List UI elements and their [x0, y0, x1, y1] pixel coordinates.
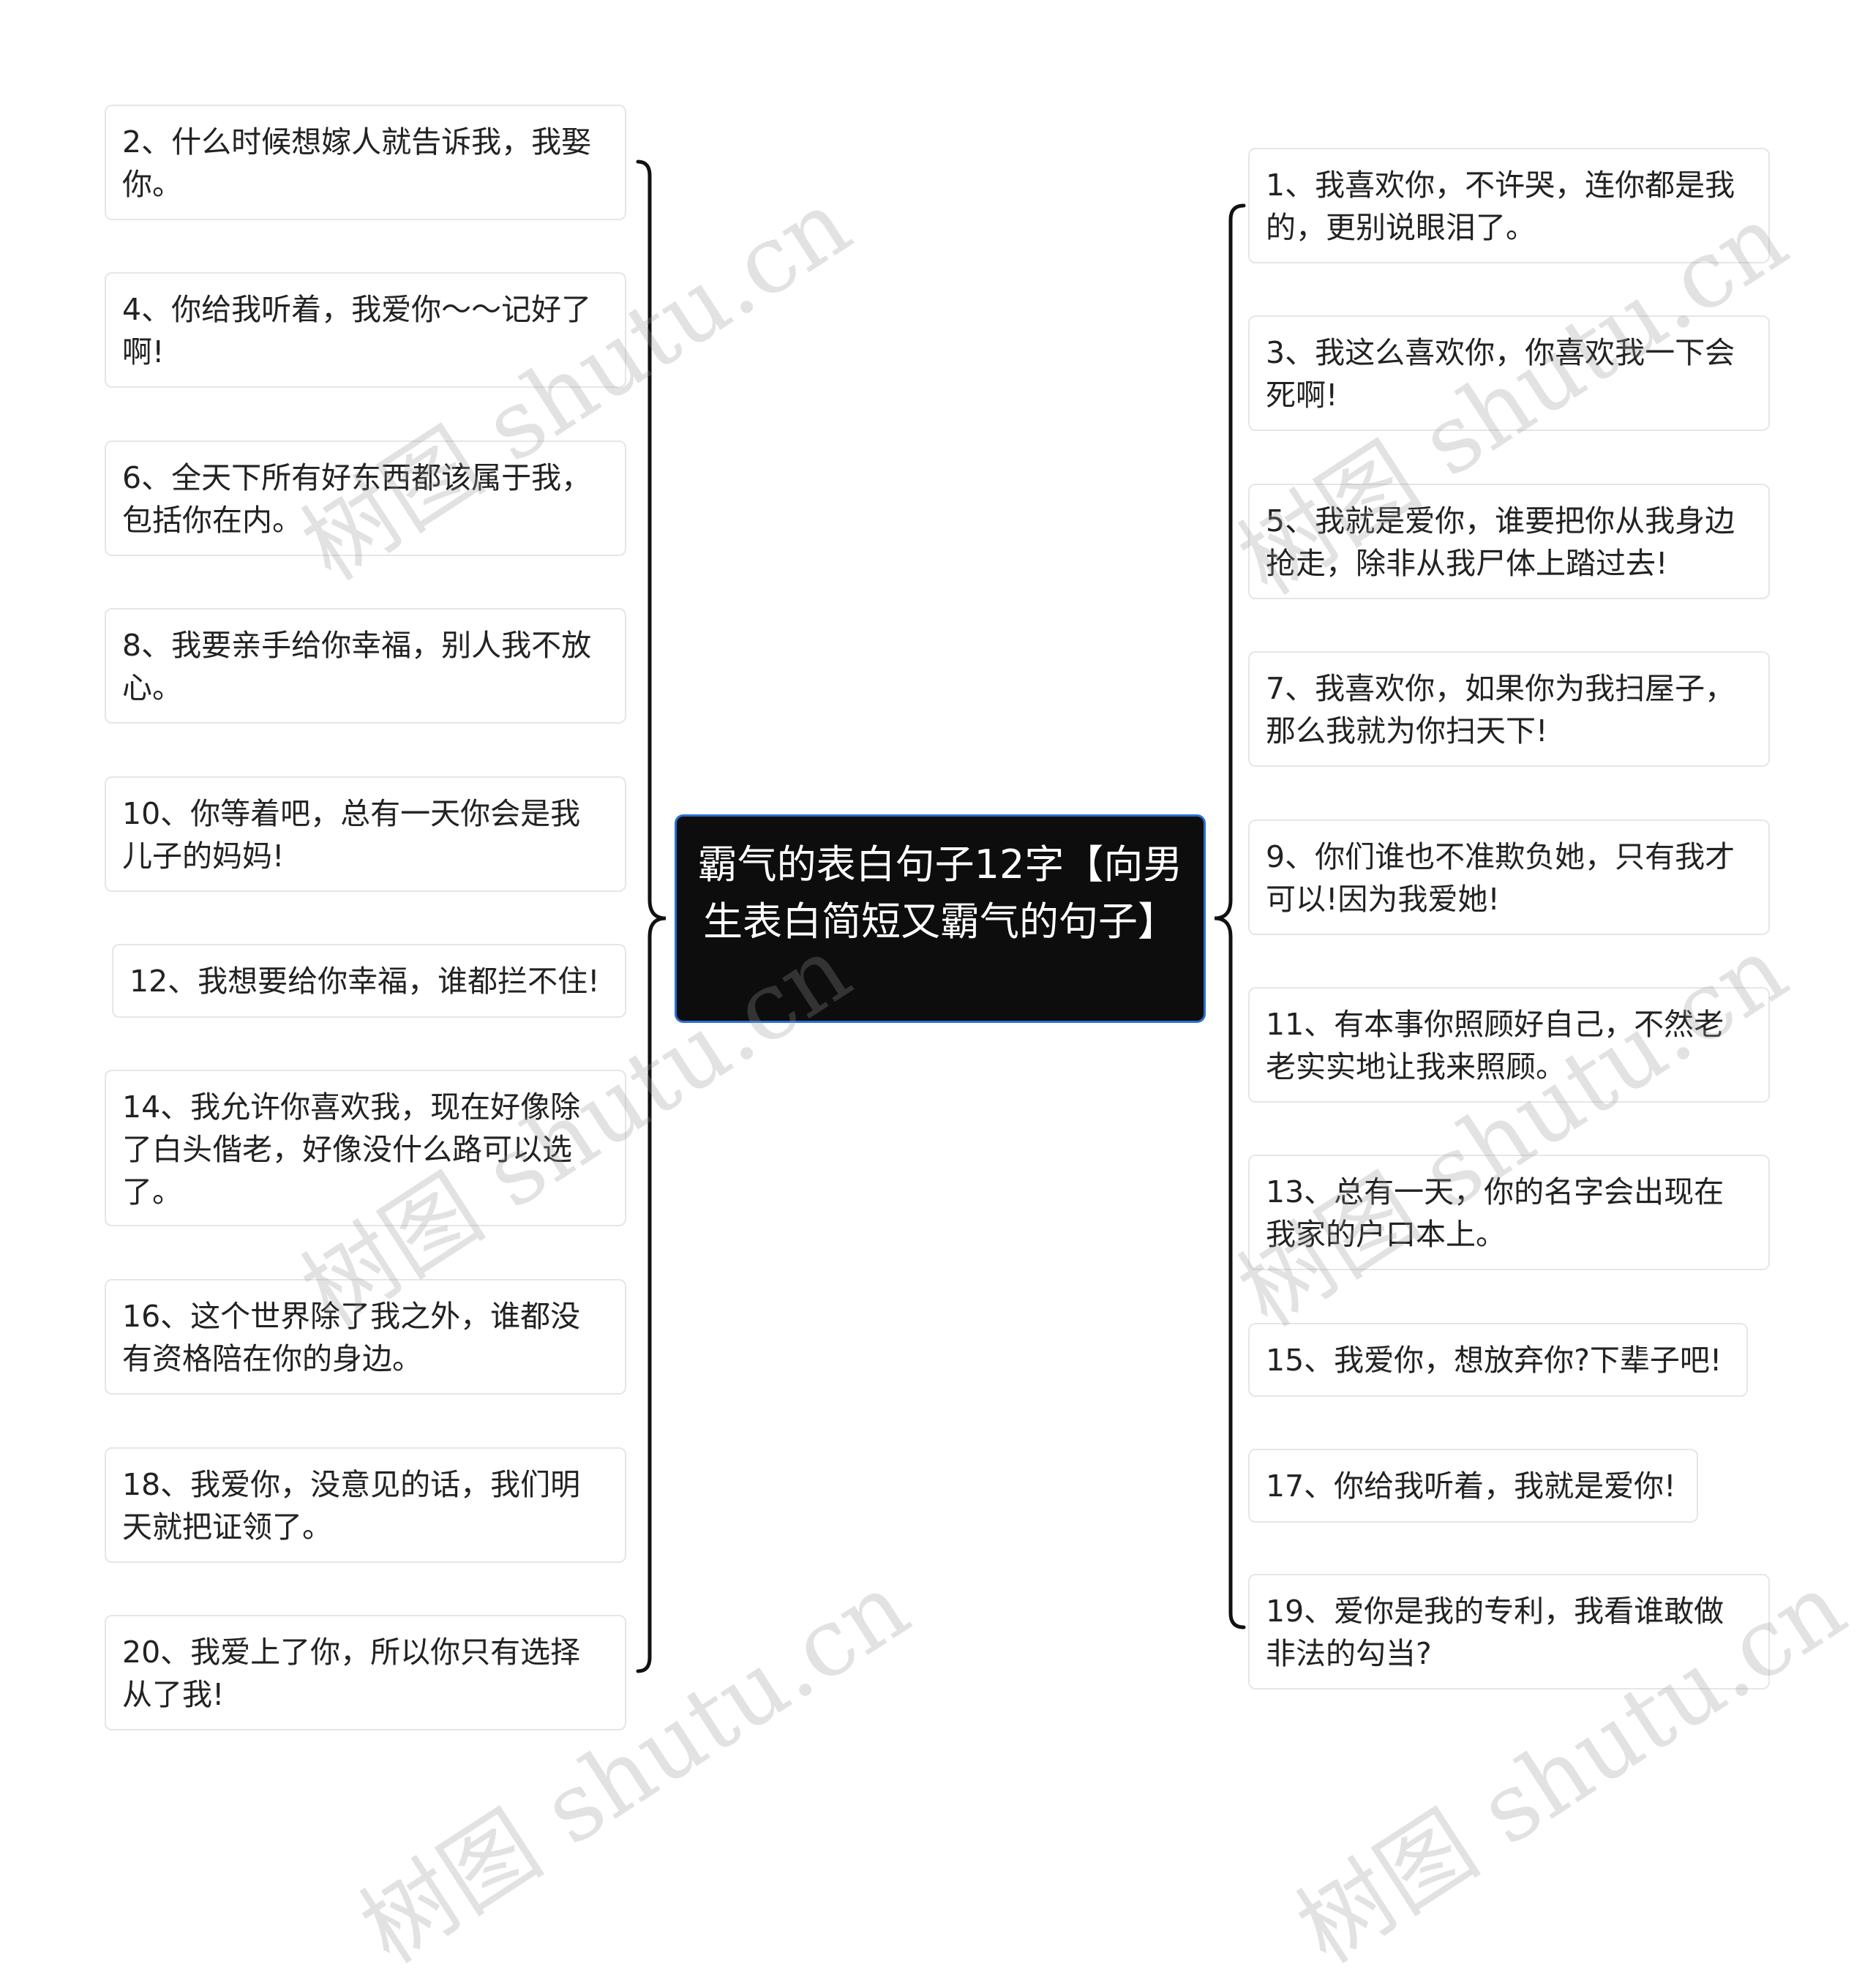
left-node-4[interactable]: 8、我要亲手给你幸福，别人我不放心。: [105, 608, 626, 724]
left-node-7[interactable]: 14、我允许你喜欢我，现在好像除了白头偕老，好像没什么路可以选了。: [105, 1070, 626, 1226]
mindmap-canvas: 2、什么时候想嫁人就告诉我，我娶你。 4、你给我听着，我爱你～～记好了啊! 6、…: [105, 105, 1863, 1984]
left-node-6[interactable]: 12、我想要给你幸福，谁都拦不住!: [112, 944, 626, 1018]
left-node-3[interactable]: 6、全天下所有好东西都该属于我，包括你在内。: [105, 440, 626, 556]
left-node-9[interactable]: 18、我爱你，没意见的话，我们明天就把证领了。: [105, 1447, 626, 1563]
right-node-7[interactable]: 13、总有一天，你的名字会出现在我家的户口本上。: [1248, 1155, 1770, 1270]
watermark-5: 树图 shutu.cn: [342, 1551, 928, 1985]
left-node-8[interactable]: 16、这个世界除了我之外，谁都没有资格陪在你的身边。: [105, 1279, 626, 1395]
right-node-3[interactable]: 5、我就是爱你，谁要把你从我身边抢走，除非从我尸体上踏过去!: [1248, 484, 1770, 599]
left-node-10[interactable]: 20、我爱上了你，所以你只有选择从了我!: [105, 1615, 626, 1730]
watermark-4: 树图 shutu.cn: [1220, 915, 1806, 1349]
left-node-5[interactable]: 10、你等着吧，总有一天你会是我儿子的妈妈!: [105, 776, 626, 892]
left-branch-brace: [636, 160, 667, 1673]
left-node-2[interactable]: 4、你给我听着，我爱你～～记好了啊!: [105, 272, 626, 388]
right-node-10[interactable]: 19、爱你是我的专利，我看谁敢做非法的勾当?: [1248, 1574, 1770, 1689]
right-node-9[interactable]: 17、你给我听着，我就是爱你!: [1248, 1449, 1698, 1523]
right-node-8[interactable]: 15、我爱你，想放弃你?下辈子吧!: [1248, 1323, 1748, 1397]
right-node-6[interactable]: 11、有本事你照顾好自己，不然老老实实地让我来照顾。: [1248, 987, 1770, 1103]
right-node-5[interactable]: 9、你们谁也不准欺负她，只有我才可以!因为我爱她!: [1248, 819, 1770, 935]
central-topic[interactable]: 霸气的表白句子12字【向男生表白简短又霸气的句子】: [675, 814, 1206, 1023]
right-node-4[interactable]: 7、我喜欢你，如果你为我扫屋子，那么我就为你扫天下!: [1248, 651, 1770, 767]
right-node-1[interactable]: 1、我喜欢你，不许哭，连你都是我的，更别说眼泪了。: [1248, 148, 1770, 263]
left-node-1[interactable]: 2、什么时候想嫁人就告诉我，我娶你。: [105, 105, 626, 220]
right-branch-brace: [1214, 203, 1246, 1629]
right-node-2[interactable]: 3、我这么喜欢你，你喜欢我一下会死啊!: [1248, 315, 1770, 431]
